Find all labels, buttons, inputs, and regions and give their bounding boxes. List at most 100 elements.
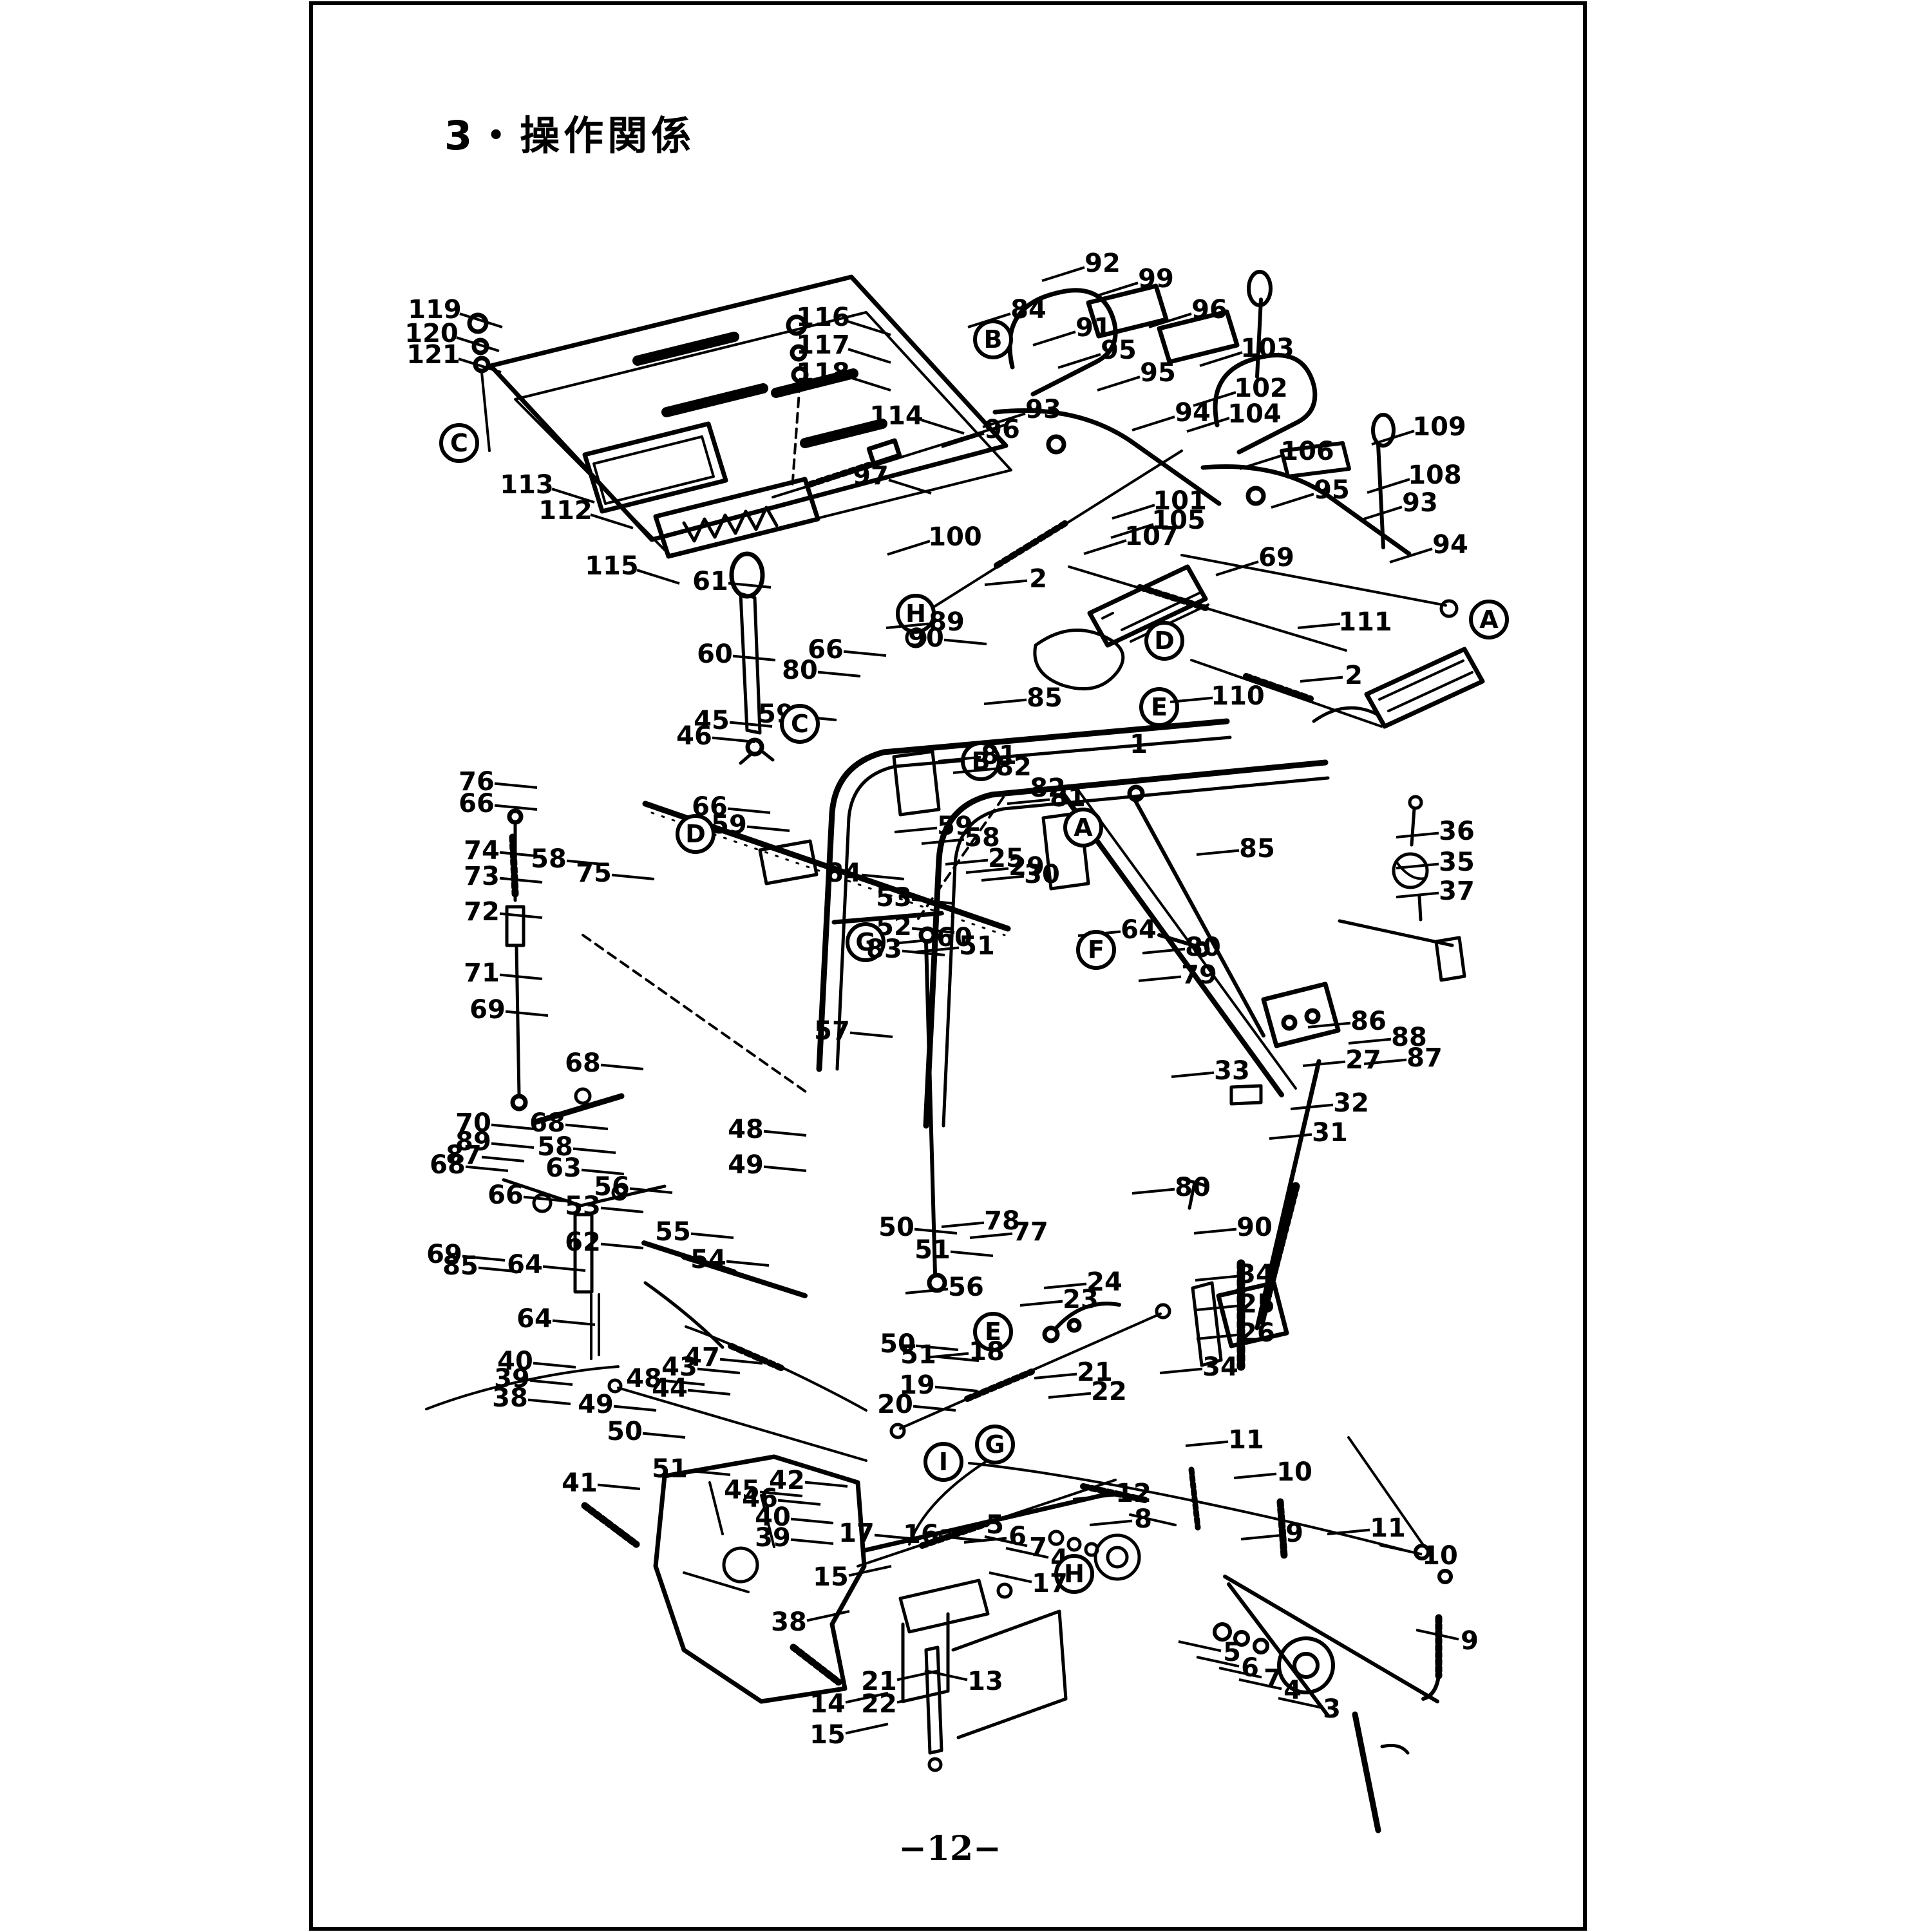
part-callout-109-28: 109: [1371, 412, 1466, 446]
callout-leader: [1307, 1021, 1351, 1028]
callout-number: 26: [1239, 1318, 1275, 1348]
part-callout-91-17: 91: [1032, 313, 1112, 346]
part-callout-39-151: 39: [494, 1364, 573, 1394]
callout-leader: [759, 1490, 803, 1497]
callout-circle: [923, 1442, 963, 1482]
callout-number: 76: [459, 767, 495, 797]
callout-leader: [886, 622, 929, 629]
callout-number: 120: [404, 319, 459, 348]
callout-number: 69: [426, 1240, 462, 1269]
callout-number: 7: [1029, 1533, 1047, 1562]
letter-callout-B-16: B: [973, 319, 1013, 359]
part-callout-66-68: 66: [459, 789, 538, 819]
callout-leader: [727, 807, 771, 814]
callout-leader: [552, 1319, 596, 1326]
part-callout-80-95: 80: [1142, 933, 1221, 962]
part-callout-2-50: 2: [984, 564, 1047, 594]
callout-number: 106: [1280, 437, 1334, 466]
callout-number: 53: [876, 883, 912, 913]
callout-number: 9: [1461, 1626, 1479, 1656]
callout-leader: [728, 582, 772, 589]
part-callout-75-75: 75: [576, 858, 655, 888]
part-callout-111-38: 111: [1297, 607, 1392, 637]
part-callout-43-137: 43: [661, 1352, 741, 1382]
callout-number: 84: [1010, 295, 1046, 325]
callout-leader: [861, 873, 905, 880]
callout-leader: [456, 336, 500, 352]
callout-number: 21: [1077, 1358, 1113, 1387]
callout-leader: [746, 825, 790, 832]
callout-layer: 119120121C113112115611161171181149792998…: [404, 249, 1509, 1750]
callout-leader: [1218, 1667, 1262, 1679]
callout-number: 34: [1238, 1260, 1274, 1289]
callout-leader: [790, 1538, 834, 1545]
callout-number: 109: [1412, 412, 1466, 442]
callout-number: 50: [878, 1213, 914, 1242]
callout-leader: [1290, 1103, 1334, 1110]
part-callout-58-111: 58: [537, 1132, 616, 1162]
callout-number: 70: [455, 1108, 491, 1138]
callout-number: 42: [769, 1466, 805, 1495]
callout-number: 45: [694, 706, 730, 735]
part-callout-87-99: 87: [1363, 1043, 1443, 1073]
part-callout-62-115: 62: [565, 1227, 644, 1257]
callout-leader: [982, 412, 1026, 428]
machine-drawing: [425, 270, 1485, 1833]
part-callout-66-113: 66: [488, 1180, 567, 1210]
callout-leader: [529, 1379, 573, 1386]
callout-leader: [1278, 1697, 1321, 1709]
letter-callout-A-40: A: [1469, 600, 1509, 639]
part-callout-21-159: 21: [1034, 1358, 1113, 1387]
callout-leader: [542, 1265, 586, 1272]
part-callout-51-90: 51: [916, 931, 995, 961]
callout-leader: [494, 804, 538, 811]
callout-number: 27: [1345, 1045, 1381, 1075]
callout-number: 87: [446, 1141, 482, 1170]
callout-leader: [804, 1481, 848, 1488]
callout-leader: [1019, 1300, 1063, 1307]
callout-number: 51: [914, 1235, 951, 1265]
callout-number: 61: [692, 567, 728, 596]
callout-leader: [1269, 1133, 1312, 1140]
part-callout-51-135: 51: [900, 1340, 980, 1370]
callout-number: 37: [1439, 876, 1475, 906]
part-callout-115-6: 115: [585, 551, 680, 585]
callout-leader: [763, 1165, 807, 1172]
part-callout-116-8: 116: [796, 303, 891, 336]
callout-number: 18: [969, 1337, 1005, 1367]
part-callout-50-141: 50: [607, 1417, 686, 1446]
callout-number: 13: [967, 1667, 1003, 1696]
callout-number: 69: [469, 995, 506, 1025]
callout-leader: [1196, 849, 1240, 856]
callout-number: 85: [442, 1251, 478, 1281]
letter-callout-E-130: E: [973, 1312, 1013, 1352]
callout-number: 25: [1239, 1289, 1275, 1319]
part-callout-103-23: 103: [1199, 334, 1294, 367]
handlebar-drawing: [992, 283, 1412, 556]
callout-number: 56: [594, 1172, 630, 1202]
callout-leader: [478, 1266, 522, 1273]
callout-number: 59: [937, 811, 973, 841]
callout-leader: [1043, 1282, 1087, 1289]
callout-leader: [1159, 1367, 1203, 1374]
callout-number: 56: [948, 1273, 984, 1302]
callout-leader: [629, 1187, 673, 1194]
callout-number: 58: [531, 844, 567, 874]
part-callout-83-88: 83: [866, 934, 945, 964]
part-callout-57-91: 57: [814, 1016, 893, 1046]
callout-circle: [846, 922, 886, 962]
part-callout-24-154: 24: [1043, 1267, 1122, 1297]
callout-leader: [719, 1358, 763, 1365]
callout-leader: [848, 320, 891, 336]
part-callout-120-1: 120: [404, 319, 500, 352]
part-callout-107-34: 107: [1083, 522, 1179, 555]
callout-number: 51: [959, 931, 995, 961]
part-callout-68-107: 68: [529, 1108, 609, 1138]
callout-number: 19: [899, 1370, 935, 1400]
part-callout-100-35: 100: [887, 522, 982, 556]
callout-circle: [676, 814, 715, 854]
part-callout-5-164: 5: [941, 1510, 1004, 1540]
part-callout-82-61: 82: [987, 773, 1066, 803]
callout-leader: [1193, 1227, 1237, 1235]
